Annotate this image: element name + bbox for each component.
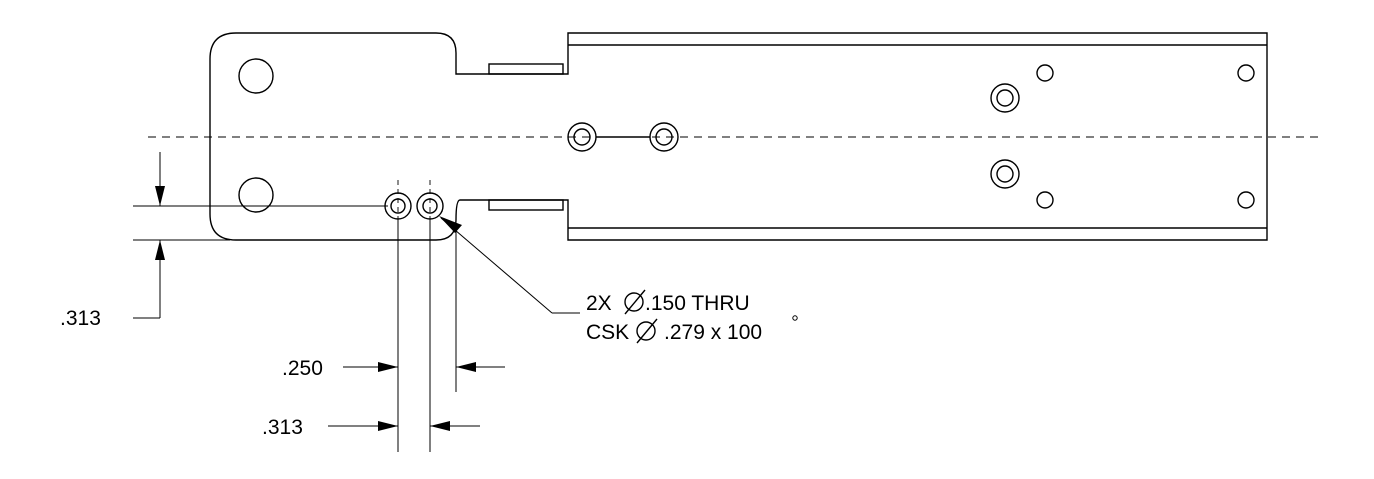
diameter-symbol-2 <box>636 318 658 344</box>
center-csk-hole-left-inner <box>573 128 591 146</box>
dim-313-arrowhead-right <box>430 421 450 431</box>
dim-250-arrowhead-right <box>456 362 476 372</box>
callout-leader-diagonal <box>440 217 553 314</box>
callout-line2-value: .279 x 100 <box>664 321 762 344</box>
tab-bottom <box>488 199 564 211</box>
dim-250-arrowhead-left <box>378 362 398 372</box>
callout-line1-value: .150 THRU <box>645 292 750 315</box>
small-hole-1 <box>1036 64 1054 82</box>
large-hole-bottom <box>238 177 274 213</box>
callout-line1-prefix: 2X <box>586 292 612 315</box>
part-outline <box>209 32 1268 241</box>
dim-label-250: .250 <box>282 357 323 380</box>
degree-symbol <box>792 315 798 321</box>
dim-arrowhead-top <box>155 186 165 206</box>
diameter-symbol-1 <box>624 289 646 315</box>
channel-csk-hole-top-outer <box>990 83 1020 113</box>
channel-csk-hole-bottom-outer <box>990 159 1020 189</box>
large-hole-top <box>238 58 274 94</box>
dim-arrowhead-bottom <box>155 240 165 260</box>
csk-hole-2-outer <box>416 192 444 220</box>
center-csk-hole-right-inner <box>655 128 673 146</box>
callout-arrowhead <box>439 216 462 233</box>
small-hole-4 <box>1237 191 1255 209</box>
callout-line2-prefix: CSK <box>586 321 629 344</box>
tab-top <box>488 63 564 75</box>
dim-313-arrowhead-left <box>378 421 398 431</box>
dim-label-vertical: .313 <box>60 307 101 330</box>
channel-csk-hole-bottom-inner <box>996 165 1014 183</box>
channel-csk-hole-top-inner <box>996 89 1014 107</box>
small-hole-2 <box>1036 191 1054 209</box>
small-hole-3 <box>1237 64 1255 82</box>
csk-hole-1-outer <box>384 192 412 220</box>
dim-label-313-horizontal: .313 <box>262 416 303 439</box>
